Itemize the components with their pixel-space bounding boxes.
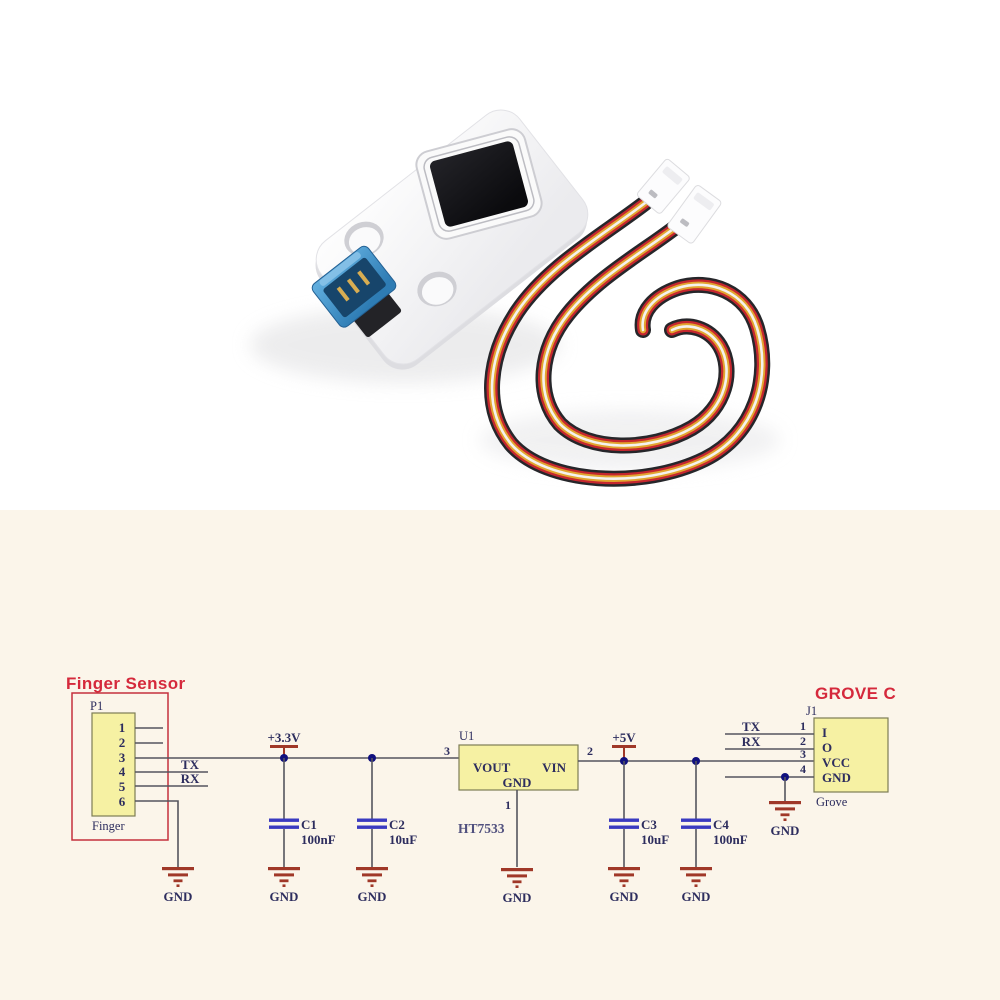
gnd-label-c2: GND <box>358 889 387 904</box>
u1-pin-gnd-num: 1 <box>505 798 511 812</box>
c1-value: 100nF <box>301 832 336 847</box>
j1-name: Grove <box>816 795 848 809</box>
p1-pin-2: 2 <box>119 735 126 750</box>
cable-run-b <box>535 207 735 454</box>
j1-pin-o: O <box>822 740 832 755</box>
p1-pin-5: 5 <box>119 779 126 794</box>
fingerprint-sensor <box>415 128 543 240</box>
j1-pin-i: I <box>822 725 827 740</box>
capacitor-c2: C2 10uF GND <box>356 758 417 904</box>
p1-rx-label: RX <box>181 771 200 786</box>
c2-ref: C2 <box>389 817 405 832</box>
c1-ref: C1 <box>301 817 317 832</box>
cable-connector-1 <box>637 158 690 214</box>
capacitor-c4: C4 100nF GND <box>680 761 748 904</box>
gnd-label-c1: GND <box>270 889 299 904</box>
p1-pin-1: 1 <box>119 720 126 735</box>
finger-sensor-title: Finger Sensor <box>66 674 186 693</box>
grove-port <box>311 245 402 338</box>
u1-pin-left-num: 3 <box>444 744 450 758</box>
gnd-label-c3: GND <box>610 889 639 904</box>
c4-value: 100nF <box>713 832 748 847</box>
u1-ref: U1 <box>459 729 474 743</box>
gnd-label-j1: GND <box>771 823 800 838</box>
wire-p1-gnd <box>135 800 179 867</box>
u1-pin-right-num: 2 <box>587 744 593 758</box>
j1-pin-num-3: 3 <box>800 747 806 761</box>
j1-pin-num-4: 4 <box>800 762 806 776</box>
p1-pin-3: 3 <box>119 750 126 765</box>
p1-pin-6: 6 <box>119 794 126 809</box>
cable-connector-2 <box>667 185 722 244</box>
p1-ref: P1 <box>90 699 103 713</box>
v5-label: +5V <box>612 730 636 745</box>
u1-gnd: GND <box>503 775 532 790</box>
mounting-hole-2 <box>417 271 457 307</box>
c4-ref: C4 <box>713 817 729 832</box>
j1-connector-body <box>813 717 889 793</box>
p1-pin-4: 4 <box>119 764 126 779</box>
cable-run-a <box>484 195 771 487</box>
c3-value: 10uF <box>641 832 669 847</box>
gnd-label-c4: GND <box>682 889 711 904</box>
c2-value: 10uF <box>389 832 417 847</box>
product-photo <box>250 109 780 487</box>
j1-ref: J1 <box>806 704 817 718</box>
mounting-hole-1 <box>344 221 384 257</box>
j1-pin-num-2: 2 <box>800 734 806 748</box>
p1-name: Finger <box>92 819 125 833</box>
capacitor-c1: C1 100nF GND <box>268 758 336 904</box>
gnd-label-u1: GND <box>503 890 532 905</box>
j1-pin-num-1: 1 <box>800 719 806 733</box>
v33-power-bar <box>270 745 298 748</box>
j1-tx-label: TX <box>742 719 761 734</box>
v5-power-bar <box>612 745 636 748</box>
j1-pin-vcc: VCC <box>822 755 850 770</box>
u1-body <box>458 744 579 791</box>
capacitor-c3: C3 10uF GND <box>608 761 669 904</box>
p1-connector-body <box>91 712 136 817</box>
j1-rx-label: RX <box>742 734 761 749</box>
u1-regulator: U1 VOUT VIN GND 3 2 1 HT7533 GND <box>444 729 593 905</box>
gnd-label-p1: GND <box>164 889 193 904</box>
finger-sensor-enclosure-box <box>71 692 169 841</box>
grove-title: GROVE C <box>815 684 896 703</box>
u1-part: HT7533 <box>458 821 505 836</box>
cable <box>484 195 771 487</box>
j1-pin-gnd: GND <box>822 770 851 785</box>
v33-label: +3.3V <box>267 730 301 745</box>
u1-vout: VOUT <box>473 760 511 775</box>
schematic: Finger Sensor P1 1 2 3 4 5 6 Finger TX R… <box>0 510 1000 1000</box>
u1-vin: VIN <box>542 760 566 775</box>
p1-tx-label: TX <box>181 757 200 772</box>
c3-ref: C3 <box>641 817 657 832</box>
